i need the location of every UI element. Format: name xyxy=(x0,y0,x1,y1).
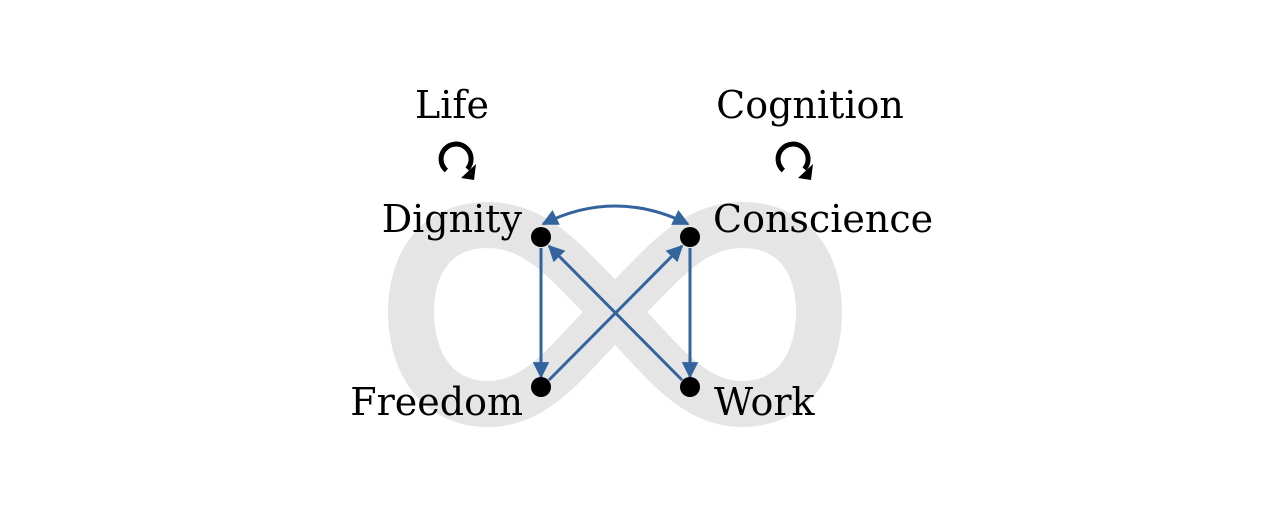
label-conscience: Conscience xyxy=(713,197,933,241)
cognition-cycle-arc xyxy=(775,141,811,173)
life-cycle-arrowhead xyxy=(461,164,476,180)
label-dignity: Dignity xyxy=(382,197,523,241)
label-life: Life xyxy=(415,83,489,127)
cognition-cycle-arrowhead xyxy=(798,164,813,180)
cognition-clockwise-cycle-icon xyxy=(775,141,813,180)
life-cycle-arc xyxy=(438,141,474,173)
node-dignity xyxy=(531,227,551,247)
label-cognition: Cognition xyxy=(716,83,904,127)
node-work xyxy=(680,377,700,397)
node-conscience xyxy=(680,227,700,247)
edge-dignity-conscience xyxy=(541,204,690,226)
life-clockwise-cycle-icon xyxy=(438,141,476,180)
label-work: Work xyxy=(714,380,816,424)
label-freedom: Freedom xyxy=(350,380,523,424)
edge-work-dignity xyxy=(547,244,684,382)
node-freedom xyxy=(531,377,551,397)
